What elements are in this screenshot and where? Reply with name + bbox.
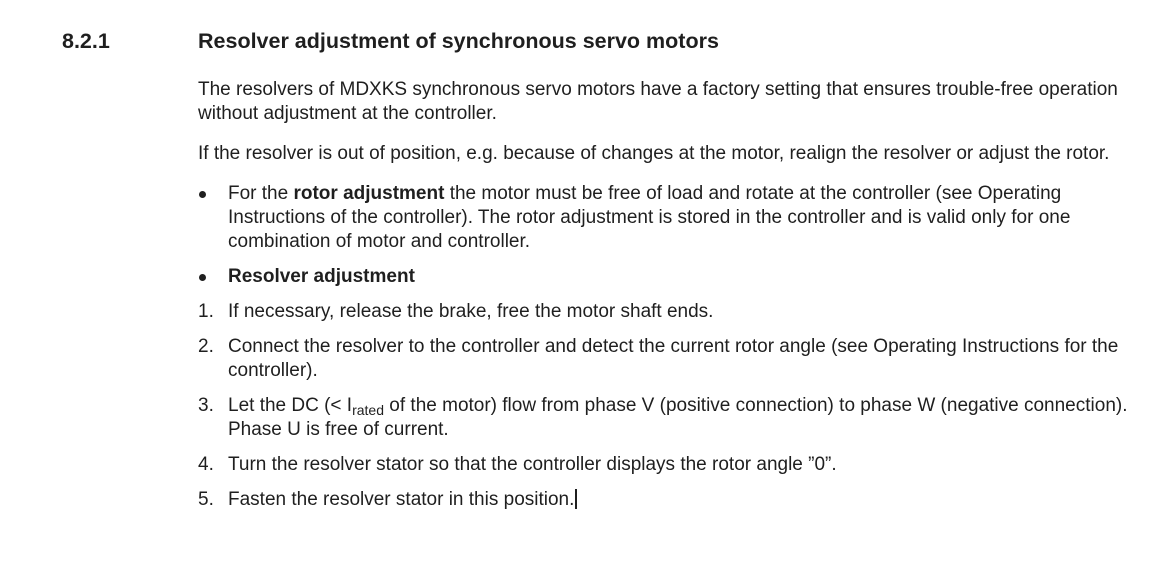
step-text: Let the DC (< Irated of the motor) flow … xyxy=(228,394,1153,442)
step-number: 5. xyxy=(198,489,214,510)
page-title: Resolver adjustment of synchronous servo… xyxy=(198,29,719,53)
step-number: 1. xyxy=(198,301,214,322)
step-item: 5. Fasten the resolver stator in this pos… xyxy=(198,488,1153,512)
text-run: Turn the resolver stator so that the con… xyxy=(228,454,837,475)
bullet-icon xyxy=(198,265,228,289)
paragraph-text: If the resolver is out of position, e.g.… xyxy=(198,143,1109,164)
text-run: For the xyxy=(228,183,294,204)
step-item: 3. Let the DC (< Irated of the motor) flo… xyxy=(198,394,1153,442)
bullet-text: Resolver adjustment xyxy=(228,265,1153,289)
text-run: Connect the resolver to the controller a… xyxy=(228,336,1119,381)
subscript-text: rated xyxy=(352,402,385,418)
step-text: Fasten the resolver stator in this posit… xyxy=(228,488,1153,512)
step-item: 2. Connect the resolver to the controller… xyxy=(198,335,1153,383)
step-text: Turn the resolver stator so that the con… xyxy=(228,453,1153,477)
step-number: 2. xyxy=(198,336,214,357)
bold-text: rotor adjustment xyxy=(293,183,445,204)
step-number: 3. xyxy=(198,395,214,416)
step-item: 1. If necessary, release the brake, free … xyxy=(198,300,1153,324)
paragraph: The resolvers of MDXKS synchronous servo… xyxy=(198,78,1153,126)
document-content: The resolvers of MDXKS synchronous servo… xyxy=(198,78,1153,523)
section-number: 8.2.1 xyxy=(62,29,110,53)
paragraph-text: The resolvers of MDXKS synchronous servo… xyxy=(198,79,1118,124)
text-run: If the resolver is out of position, e.g.… xyxy=(198,143,1110,164)
text-run: The resolvers of MDXKS synchronous servo… xyxy=(198,79,1118,124)
step-item: 4. Turn the resolver stator so that the c… xyxy=(198,453,1153,477)
bullet-item: For the rotor adjustment the motor must … xyxy=(198,182,1153,254)
text-caret xyxy=(575,489,578,509)
bullet-text: For the rotor adjustment the motor must … xyxy=(228,182,1153,254)
bold-text: Resolver adjustment xyxy=(228,266,415,287)
text-run: the motor must be free of load and rotat… xyxy=(228,183,1071,252)
text-run: Fasten the resolver stator in this posit… xyxy=(228,489,575,510)
paragraph: If the resolver is out of position, e.g.… xyxy=(198,142,1153,166)
bullet-item: Resolver adjustment xyxy=(198,265,1153,289)
text-run: Let the DC (< I xyxy=(228,395,353,416)
step-number: 4. xyxy=(198,454,214,475)
bullet-icon xyxy=(198,182,228,254)
text-run: of the motor) flow from phase V (positiv… xyxy=(228,395,1128,440)
section-heading: 8.2.1 Resolver adjustment of synchronous… xyxy=(0,28,1162,56)
step-text: Connect the resolver to the controller a… xyxy=(228,335,1153,383)
text-run: If necessary, release the brake, free th… xyxy=(228,301,714,322)
step-text: If necessary, release the brake, free th… xyxy=(228,300,1153,324)
